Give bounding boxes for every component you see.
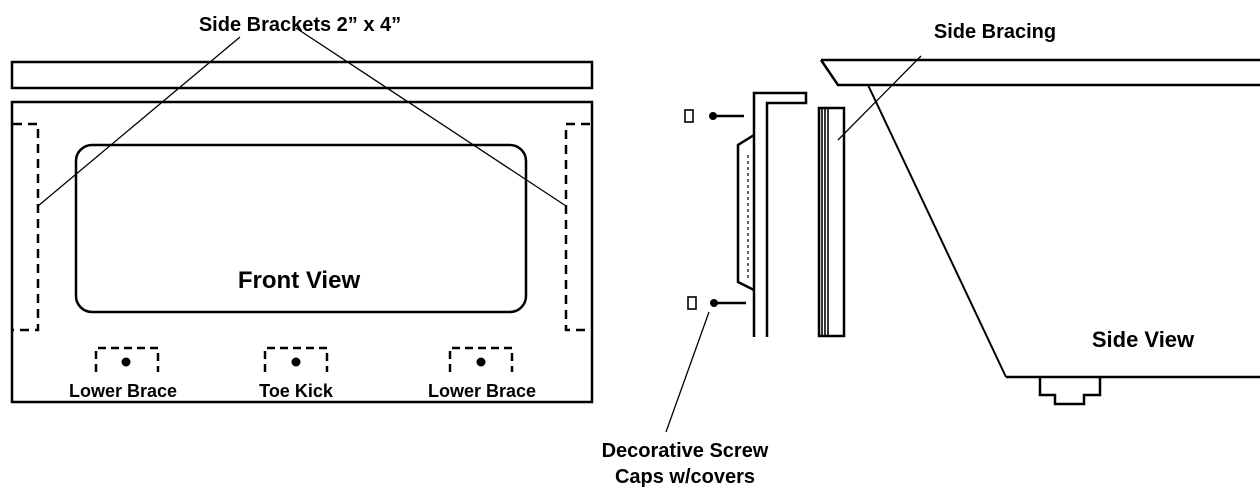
side-bracket-left: [13, 122, 40, 332]
side-brackets-leader-right: [295, 27, 567, 207]
screw-caps-leader: [665, 311, 710, 433]
screw-dot: [476, 357, 486, 367]
screw-cap-lower: [687, 296, 746, 310]
front-cabinet-body: [10, 100, 594, 404]
side-foot: [1038, 377, 1102, 406]
screw-caps-label-line2: Caps w/covers: [615, 466, 755, 488]
side-view-label: Side View: [1092, 327, 1195, 352]
front-view-label: Front View: [238, 267, 361, 294]
bracket-profile: [752, 91, 808, 337]
side-bracing-leader: [837, 55, 922, 141]
side-brackets-label: Side Brackets 2” x 4”: [199, 14, 401, 36]
screw-dot: [121, 357, 131, 367]
front-top-board: [10, 60, 594, 90]
side-slanted-face: [867, 84, 1007, 378]
lower-brace-right-label: Lower Brace: [428, 381, 536, 401]
screw-caps-label-line1: Decorative Screw: [602, 440, 769, 462]
toe-kick-part: [263, 346, 329, 372]
lower-brace-right-part: [448, 346, 514, 372]
side-bracing-label: Side Bracing: [934, 21, 1056, 43]
lower-brace-left-label: Lower Brace: [69, 381, 177, 401]
side-brackets-leader-left: [37, 36, 241, 207]
front-panel-opening: [74, 143, 528, 314]
side-view: Side Bracing Side View Decorative Screw …: [602, 21, 1260, 488]
side-bracing-board: [817, 106, 846, 338]
side-top-board: [819, 58, 1260, 87]
screw-dot: [291, 357, 301, 367]
bracket-inner-bend: [736, 133, 755, 292]
toe-kick-label: Toe Kick: [259, 381, 334, 401]
front-view: Side Brackets 2” x 4” Front View Lower B…: [10, 14, 594, 404]
screw-cap-upper: [684, 109, 744, 123]
lower-brace-left-part: [94, 346, 160, 372]
side-bracket-right: [564, 122, 590, 332]
